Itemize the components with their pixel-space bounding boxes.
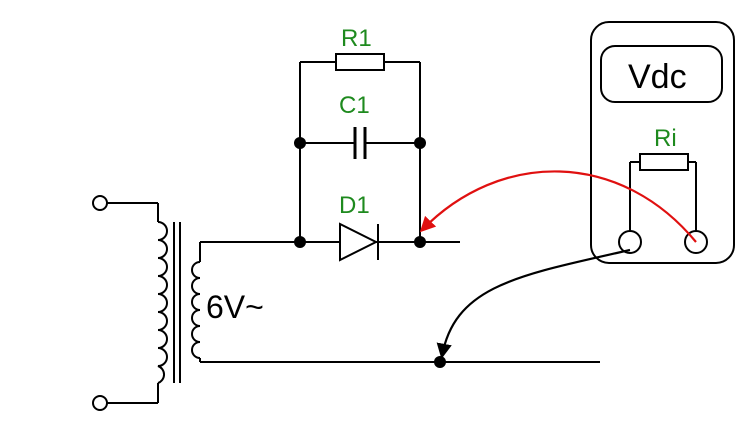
voltmeter-terminal-negative [618,230,642,254]
diode-d1 [339,222,379,262]
c1-label: C1 [339,92,370,119]
r1-label: R1 [341,25,372,52]
junction-c1-left [294,137,306,149]
junction-bottom [434,356,446,368]
primary-terminal-top [92,195,158,211]
rc-network [299,53,421,262]
voltmeter: Vdc Ri [590,21,735,264]
resistor-ri [639,153,689,171]
probe-lead-positive [419,170,697,243]
transformer [157,203,201,403]
d1-label: D1 [339,192,370,219]
ri-label: Ri [654,125,677,152]
resistor-r1 [335,53,385,71]
junction-d1-left [294,236,306,248]
junction-d1-right [414,236,426,248]
source-voltage-label: 6V~ [206,289,264,325]
junction-c1-right [414,137,426,149]
probe-lead-negative [436,248,631,360]
primary-terminal-bottom [92,395,158,411]
voltmeter-display-text: Vdc [628,58,687,96]
primary-coil [157,221,168,384]
secondary-coil [191,261,201,359]
voltmeter-display [600,45,723,103]
